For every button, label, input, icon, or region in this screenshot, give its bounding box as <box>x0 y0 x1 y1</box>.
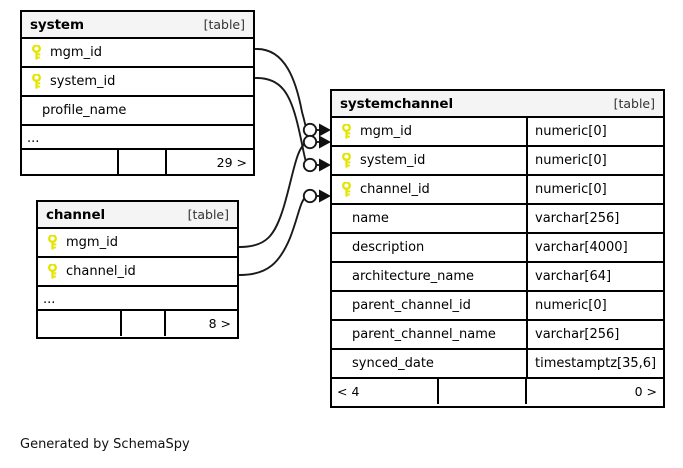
table-system[interactable]: system [table] mgm_id <box>20 10 255 176</box>
column-name: mgm_id <box>360 124 412 139</box>
table-row[interactable]: synced_date timestamptz[35,6] <box>332 350 663 379</box>
table-system-header: system [table] <box>22 12 253 39</box>
footer-right-cell[interactable]: 29 > <box>165 150 253 175</box>
table-row[interactable]: profile_name <box>22 97 253 126</box>
column-name: channel_id <box>360 182 430 197</box>
column-cell: system_id <box>22 68 253 95</box>
column-name: profile_name <box>42 103 127 118</box>
footer-right-cell[interactable]: 0 > <box>525 379 663 404</box>
table-system-title: system <box>30 16 84 33</box>
more-columns-indicator: ... <box>22 126 253 150</box>
edge-endpoint-circle <box>302 157 318 173</box>
edge-channel-channel-id <box>239 195 308 276</box>
table-system-kind: [table] <box>203 17 245 32</box>
column-name: system_id <box>50 74 116 89</box>
edge-system-system-id <box>256 77 308 166</box>
column-type: varchar[256] <box>526 205 663 232</box>
table-systemchannel-header: systemchannel [table] <box>332 91 663 118</box>
key-icon <box>30 73 43 89</box>
table-row[interactable]: channel_id numeric[0] <box>332 176 663 205</box>
column-name: system_id <box>360 153 426 168</box>
footer-left-cell[interactable] <box>22 150 117 175</box>
column-cell: mgm_id <box>332 118 526 145</box>
column-type: varchar[4000] <box>526 234 663 261</box>
column-type: numeric[0] <box>526 147 663 174</box>
column-cell: system_id <box>332 147 526 174</box>
table-row[interactable]: name varchar[256] <box>332 205 663 234</box>
table-systemchannel-footer: < 4 0 > <box>332 379 663 404</box>
column-name: description <box>352 240 425 255</box>
more-columns-indicator: ... <box>38 287 237 311</box>
table-channel-header: channel [table] <box>38 202 237 229</box>
column-cell: architecture_name <box>332 263 526 290</box>
table-row[interactable]: architecture_name varchar[64] <box>332 263 663 292</box>
column-cell: channel_id <box>38 258 237 285</box>
key-icon <box>340 152 353 168</box>
column-type: numeric[0] <box>526 118 663 145</box>
column-cell: parent_channel_id <box>332 292 526 319</box>
table-channel[interactable]: channel [table] mgm_id <box>36 200 239 339</box>
column-cell: parent_channel_name <box>332 321 526 348</box>
column-cell: synced_date <box>332 350 526 377</box>
column-name: parent_channel_name <box>352 327 496 342</box>
table-row[interactable]: system_id numeric[0] <box>332 147 663 176</box>
table-systemchannel[interactable]: systemchannel [table] mgm_id numeric[0] <box>330 89 665 408</box>
edge-endpoint-circle <box>302 134 318 150</box>
table-channel-footer: 8 > <box>38 311 237 336</box>
footer-middle-cell <box>120 311 164 336</box>
column-type: numeric[0] <box>526 176 663 203</box>
table-channel-kind: [table] <box>187 207 229 222</box>
key-icon <box>46 234 59 250</box>
table-row[interactable]: parent_channel_name varchar[256] <box>332 321 663 350</box>
table-channel-title: channel <box>46 206 106 223</box>
key-icon <box>340 123 353 139</box>
edge-endpoint-circle <box>302 188 318 204</box>
column-name: name <box>352 211 389 226</box>
table-row[interactable]: mgm_id <box>38 229 237 258</box>
table-row[interactable]: mgm_id <box>22 39 253 68</box>
key-icon <box>46 263 59 279</box>
column-name: channel_id <box>66 264 136 279</box>
column-type: varchar[64] <box>526 263 663 290</box>
column-cell: mgm_id <box>22 39 253 66</box>
column-name: mgm_id <box>50 45 102 60</box>
column-type: timestamptz[35,6] <box>526 350 663 377</box>
column-type: numeric[0] <box>526 292 663 319</box>
table-row[interactable]: parent_channel_id numeric[0] <box>332 292 663 321</box>
key-icon <box>340 181 353 197</box>
table-row[interactable]: description varchar[4000] <box>332 234 663 263</box>
column-cell: profile_name <box>22 97 253 124</box>
generated-by-label: Generated by SchemaSpy <box>20 437 190 452</box>
column-name: synced_date <box>352 356 434 371</box>
footer-left-cell[interactable] <box>38 311 120 336</box>
footer-middle-cell <box>117 150 165 175</box>
edge-system-mgm-id <box>256 48 308 131</box>
footer-right-cell[interactable]: 8 > <box>164 311 237 336</box>
table-row[interactable]: mgm_id numeric[0] <box>332 118 663 147</box>
column-name: architecture_name <box>352 269 475 284</box>
column-name: mgm_id <box>66 235 118 250</box>
column-cell: description <box>332 234 526 261</box>
table-row[interactable]: system_id <box>22 68 253 97</box>
column-cell: name <box>332 205 526 232</box>
column-cell: channel_id <box>332 176 526 203</box>
edge-endpoint-circle <box>302 122 318 138</box>
footer-middle-cell <box>437 379 525 404</box>
table-row[interactable]: channel_id <box>38 258 237 287</box>
column-cell: mgm_id <box>38 229 237 256</box>
column-type: varchar[256] <box>526 321 663 348</box>
column-name: parent_channel_id <box>352 298 471 313</box>
table-systemchannel-kind: [table] <box>613 96 655 111</box>
table-systemchannel-title: systemchannel <box>340 95 453 112</box>
footer-left-cell[interactable]: < 4 <box>337 384 360 399</box>
table-system-footer: 29 > <box>22 150 253 175</box>
key-icon <box>30 44 43 60</box>
